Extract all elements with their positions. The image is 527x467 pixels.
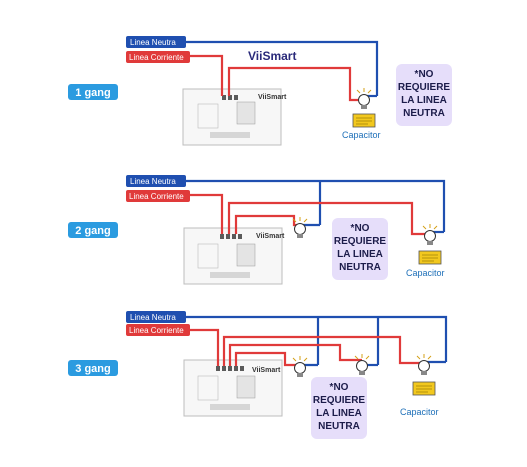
neutral-note-box — [311, 377, 367, 439]
note-line-3: LA LINEA — [316, 408, 362, 419]
note-line-4: NEUTRA — [403, 108, 445, 119]
section-3-gang: ViiSmart Linea Neutra Linea Corriente Ca… — [68, 311, 448, 439]
neutral-line-label — [126, 311, 186, 323]
section-1-gang: ViiSmart Linea Neutra Linea Corriente Vi… — [68, 36, 452, 146]
section-2-gang: ViiSmart Linea Neutra Linea Corriente Ca… — [68, 175, 446, 285]
light-bulb-icon — [422, 223, 438, 246]
capacitor-icon — [352, 113, 376, 128]
note-line-3: LA LINEA — [337, 249, 383, 260]
live-line-label — [126, 324, 190, 336]
neutral-line-text: Linea Neutra — [130, 177, 176, 186]
note-line-4: NEUTRA — [318, 421, 360, 432]
switch-panel-icon — [182, 88, 282, 146]
switch-panel-icon — [183, 227, 283, 285]
live-line-text: Linea Corriente — [129, 192, 184, 201]
gang-label: 3 gang — [75, 363, 110, 375]
live-line-text: Linea Corriente — [129, 326, 184, 335]
gang-label: 1 gang — [75, 87, 110, 99]
neutral-note-box — [332, 218, 388, 280]
light-bulb-icon — [354, 353, 370, 376]
live-line-label — [126, 51, 190, 63]
gang-badge — [68, 360, 118, 376]
panel-brand: ViiSmart — [258, 94, 287, 101]
note-line-2: REQUIERE — [334, 236, 387, 247]
gang-label: 2 gang — [75, 225, 110, 237]
capacitor-label: Capacitor — [406, 268, 445, 278]
capacitor-icon — [412, 381, 436, 396]
light-bulb-icon — [416, 353, 432, 376]
capacitor-label: Capacitor — [400, 407, 439, 417]
capacitor-label: Capacitor — [342, 130, 381, 140]
live-line-text: Linea Corriente — [129, 53, 184, 62]
neutral-line-text: Linea Neutra — [130, 38, 176, 47]
light-bulb-icon — [292, 355, 308, 378]
neutral-line-label — [126, 175, 186, 187]
neutral-line-label — [126, 36, 186, 48]
gang-badge — [68, 222, 118, 238]
note-line-1: *NO — [415, 69, 434, 80]
neutral-line-text: Linea Neutra — [130, 313, 176, 322]
note-line-3: LA LINEA — [401, 95, 447, 106]
gang-badge — [68, 84, 118, 100]
note-line-1: *NO — [351, 223, 370, 234]
panel-brand: ViiSmart — [256, 233, 285, 240]
neutral-note-box — [396, 64, 452, 126]
capacitor-icon — [418, 250, 442, 265]
note-line-2: REQUIERE — [398, 82, 451, 93]
note-line-1: *NO — [330, 382, 349, 393]
switch-panel-icon — [183, 359, 283, 417]
brand-title: ViiSmart — [248, 49, 296, 63]
panel-brand: ViiSmart — [252, 367, 281, 374]
live-line-label — [126, 190, 190, 202]
note-line-4: NEUTRA — [339, 262, 381, 273]
light-bulb-icon — [356, 87, 372, 110]
note-line-2: REQUIERE — [313, 395, 366, 406]
